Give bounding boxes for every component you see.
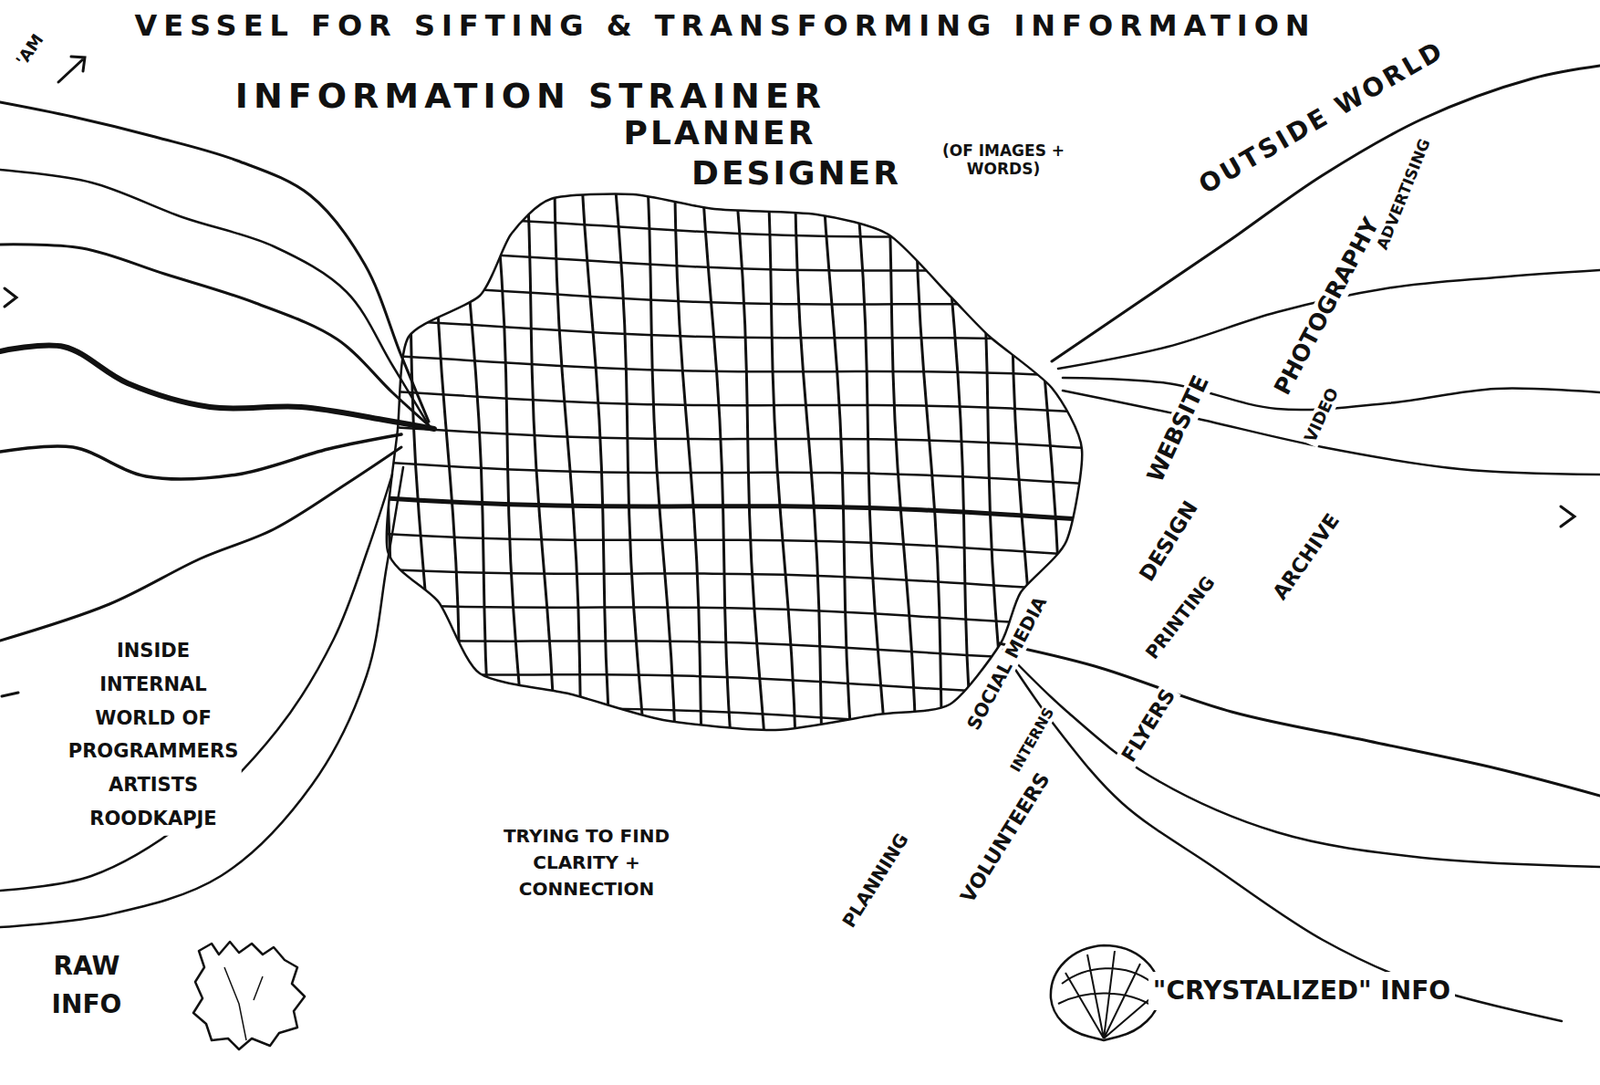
sketch-label: WEBSITE	[1141, 368, 1216, 489]
stream-line	[0, 169, 429, 426]
stream-line	[1003, 649, 1600, 867]
net-strand	[374, 568, 1104, 592]
title: VESSEL FOR SIFTING & TRANSFORMING INFORM…	[131, 9, 1319, 43]
net-strand	[822, 182, 852, 752]
sketch-label: ARCHIVE	[1267, 507, 1347, 607]
sketch-label: (OF IMAGES + WORDS)	[932, 142, 1075, 178]
net-strand	[554, 182, 582, 752]
sketch-label: DESIGN	[1132, 494, 1205, 588]
pointer-arrow	[58, 56, 85, 83]
net-strand	[856, 182, 887, 752]
sketch-label: INFORMATION STRAINER	[232, 76, 830, 117]
stream-line	[0, 102, 429, 422]
net-strand	[374, 603, 1104, 626]
sketch-label: 'AM	[10, 28, 50, 72]
net-strand	[406, 182, 436, 752]
chevron-mark	[1560, 506, 1575, 527]
dash-mark	[1, 692, 19, 697]
sketch-label: FLYERS	[1115, 682, 1182, 769]
net-strand	[374, 354, 1104, 378]
stream-line	[0, 434, 402, 479]
net-strand	[614, 182, 645, 752]
sketch-label: RAW INFO	[49, 946, 125, 1024]
net-strand	[374, 250, 1104, 273]
stream-line	[0, 446, 402, 641]
sketch-label: PLANNER	[621, 114, 820, 152]
chevron-mark	[4, 288, 17, 307]
net-strand	[943, 182, 973, 752]
strainer-net	[374, 182, 1104, 752]
net-strand	[374, 707, 1104, 729]
raw-info-icon	[193, 941, 305, 1050]
stream-line	[0, 474, 393, 891]
info-icons	[193, 941, 1161, 1050]
net-strand	[374, 638, 1104, 661]
net-strand	[795, 182, 822, 752]
net-strand	[374, 497, 1104, 520]
sketch-label: INTERNS	[1006, 702, 1060, 778]
sketch-label: VOLUNTEERS	[955, 766, 1057, 909]
stream-line	[0, 345, 435, 429]
net-strand	[888, 182, 916, 752]
sketch-label: INSIDE INTERNAL WORLD OF PROGRAMMERS ART…	[65, 633, 242, 836]
net-strand	[581, 182, 612, 752]
information-streams	[0, 65, 1600, 1021]
net-strand	[1035, 182, 1063, 752]
net-strand	[374, 425, 1104, 449]
sketch-label: PLANNING	[837, 827, 915, 934]
stream-line	[1003, 651, 1562, 1021]
raw-info-icon	[224, 966, 263, 1040]
net-strand	[768, 182, 796, 752]
net-strand	[374, 461, 1104, 486]
sketch-label: DESIGNER	[688, 154, 904, 192]
net-strand	[527, 182, 556, 752]
sketch-label: PHOTOGRAPHY	[1267, 211, 1386, 403]
crystal-info-icon	[1058, 950, 1155, 1039]
net-strand	[1063, 182, 1093, 752]
net-strand	[374, 284, 1104, 307]
sketch-label: TRYING TO FIND CLARITY + CONNECTION	[474, 822, 699, 903]
net-strand	[374, 390, 1104, 414]
net-strand	[374, 532, 1104, 556]
stream-line	[998, 643, 1600, 796]
sketch-label: ADVERTISING	[1372, 134, 1436, 256]
stream-line	[0, 244, 431, 427]
sketch-label: "CRYSTALIZED" INFO	[1148, 971, 1455, 1010]
net-strand	[494, 182, 525, 752]
net-strand	[374, 319, 1104, 343]
net-strand	[374, 216, 1104, 238]
net-strand	[647, 182, 676, 752]
net-strand	[914, 182, 943, 752]
net-strand	[374, 182, 405, 752]
sketch-label: VIDEO	[1299, 382, 1344, 447]
crystal-info-icon	[1050, 945, 1161, 1040]
strainer-outline	[386, 194, 1082, 731]
stream-line	[0, 467, 404, 927]
